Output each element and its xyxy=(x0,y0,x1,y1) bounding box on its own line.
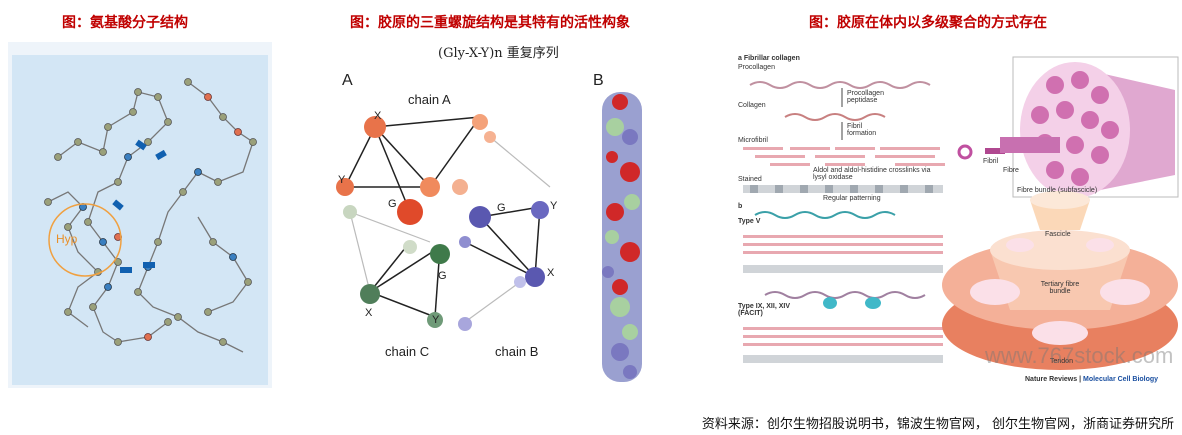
fibre-bundle-label: Fibre bundle (subfascicle) xyxy=(1017,187,1098,194)
y-label: Y xyxy=(432,314,440,326)
y-label: Y xyxy=(550,200,558,212)
chain-a-label: chain A xyxy=(408,92,451,107)
triple-helix-figure: A B chain A chain C chain B X Y G G X Y … xyxy=(330,62,675,392)
triple-helix-illustration xyxy=(336,92,642,382)
fibre-label: Fibre xyxy=(1003,167,1019,174)
crosslinks-label: Aldol and aldol-histidine crosslinks via… xyxy=(813,167,931,181)
x-label: X xyxy=(374,110,382,122)
label-b: b xyxy=(738,203,743,210)
procollagen-peptidase-label: Procollagen peptidase xyxy=(847,90,884,104)
source-note: 资料来源：创尔生物招股说明书，锦波生物官网， 创尔生物官网，浙商证券研究所 xyxy=(701,417,1174,432)
x-label: X xyxy=(547,267,555,279)
microfibril-label: Microfibril xyxy=(738,137,768,144)
panel-2-title: 图：胶原的三重螺旋结构是其特有的活性构象 xyxy=(350,15,630,31)
regular-patterning-label: Regular patterning xyxy=(823,195,881,202)
watermark: www.767stock.com xyxy=(985,343,1174,368)
y-label: Y xyxy=(338,174,346,186)
g-label: G xyxy=(497,202,506,214)
stained-label: Stained xyxy=(738,176,762,183)
g-label: G xyxy=(438,270,447,282)
tendon-label: Tendon xyxy=(1050,358,1073,365)
collagen-label: Collagen xyxy=(738,102,766,109)
x-label: X xyxy=(365,307,373,319)
molecule-illustration xyxy=(12,55,268,385)
panel-2-subtitle: (Gly-X-Y)n 重复序列 xyxy=(438,46,559,61)
collagen-hierarchy-illustration xyxy=(743,56,1179,370)
type-v-label: Type V xyxy=(738,218,761,225)
panel-1-title: 图：氨基酸分子结构 xyxy=(62,15,188,31)
type-facit-label: Type IX, XII, XIV (FACIT) xyxy=(738,303,790,317)
panel-3-title: 图：胶原在体内以多级聚合的方式存在 xyxy=(809,15,1047,31)
label-b: B xyxy=(593,72,604,89)
collagen-hierarchy-figure: a Fibrillar collagen Procollagen Procoll… xyxy=(735,55,1182,390)
fascicle-label: Fascicle xyxy=(1045,231,1071,238)
label-a: A xyxy=(342,72,353,89)
chain-c-label: chain C xyxy=(385,344,430,359)
amino-acid-figure: Hyp xyxy=(8,42,272,388)
chain-b-label: chain B xyxy=(495,344,539,359)
g-label: G xyxy=(388,198,397,210)
fibril-label: Fibril xyxy=(983,158,999,165)
fibril-formation-label: Fibril formation xyxy=(847,123,877,137)
credit: Nature Reviews | Molecular Cell Biology xyxy=(1025,376,1159,383)
procollagen-label: Procollagen xyxy=(738,64,775,71)
credit-journal: Nature Reviews xyxy=(1025,376,1078,383)
credit-section: Molecular Cell Biology xyxy=(1083,376,1159,383)
hyp-label: Hyp xyxy=(56,232,78,246)
tertiary-fibre-bundle-label: Tertiary fibre bundle xyxy=(1040,281,1080,295)
label-a-fibrillar: a Fibrillar collagen xyxy=(738,55,800,62)
